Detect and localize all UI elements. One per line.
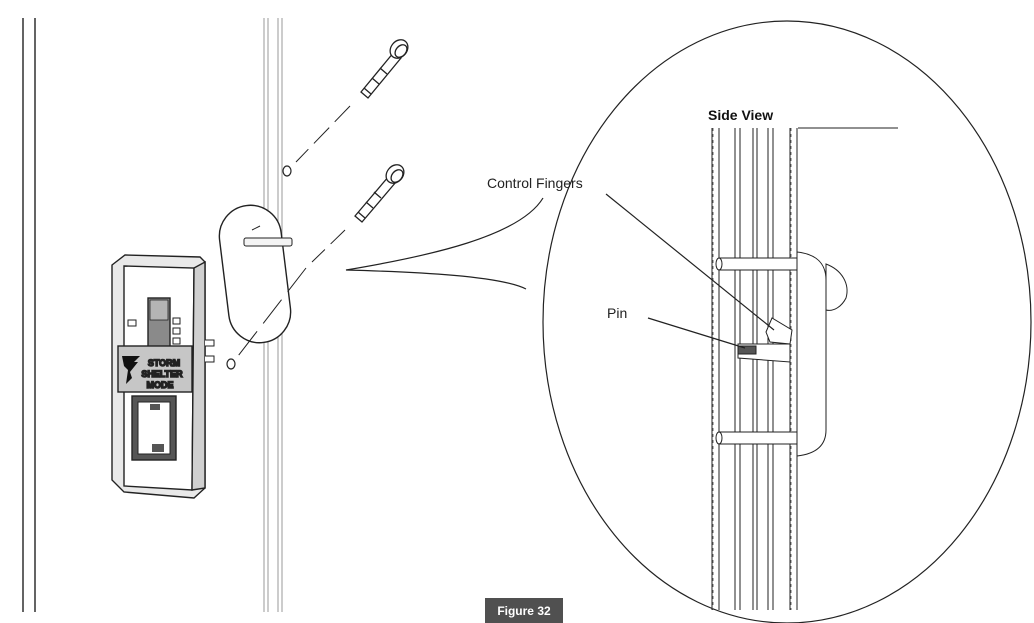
plate-text-3: MODE xyxy=(147,380,174,390)
side-view-callout xyxy=(542,20,1032,623)
pin-leader xyxy=(647,317,746,349)
control-fingers-label: Control Fingers xyxy=(487,175,583,191)
screw-middle xyxy=(354,164,405,223)
strike-plate xyxy=(218,204,293,344)
door-edge xyxy=(22,18,36,612)
screw-top-axis xyxy=(295,105,351,163)
side-view-detail xyxy=(711,127,898,610)
pin-label: Pin xyxy=(607,305,627,321)
screw-middle-axis xyxy=(311,229,346,263)
figure-label: Figure 32 xyxy=(485,598,563,623)
plate-text-2: SHELTER xyxy=(141,369,183,379)
lower-screw-hole xyxy=(226,358,236,370)
callout-pointer xyxy=(345,197,544,290)
screw-top xyxy=(360,39,409,99)
tornado-icon xyxy=(122,356,140,384)
side-view-title: Side View xyxy=(708,107,773,123)
strike-plate-lower-axis xyxy=(237,267,307,357)
lock-body: STORM SHELTER MODE xyxy=(111,254,215,499)
screw-top-hole xyxy=(282,165,292,177)
plate-text-1: STORM xyxy=(148,358,180,368)
control-fingers-leader xyxy=(605,193,775,331)
